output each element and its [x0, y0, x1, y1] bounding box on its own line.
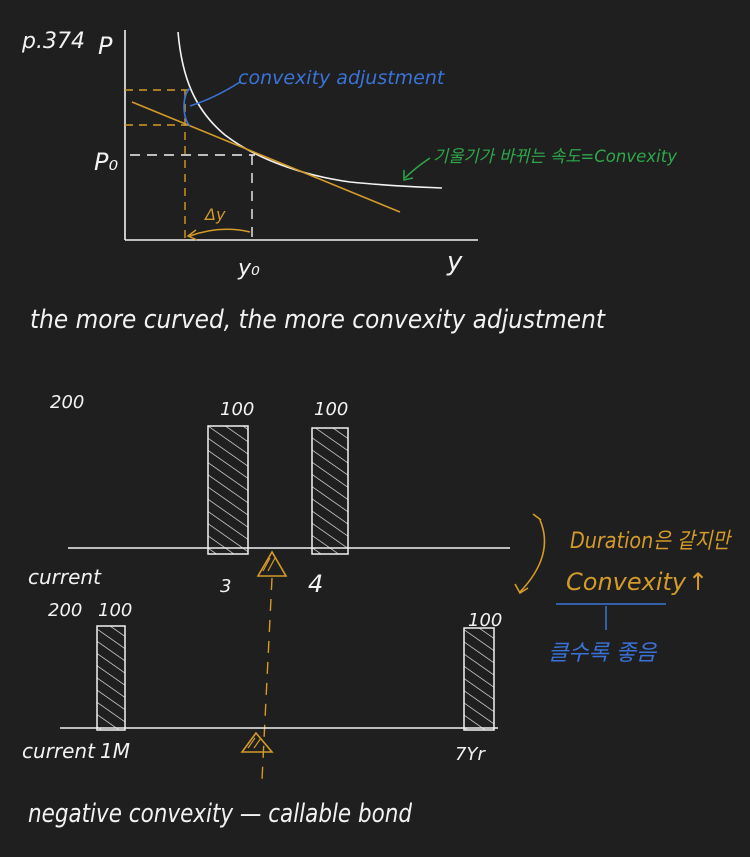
graph-axes: [124, 30, 478, 241]
diagram2-bar2-value: 100: [468, 610, 502, 631]
caption-negative-convexity: negative convexity — callable bond: [28, 799, 412, 829]
diagram2-axis-start: current: [22, 739, 96, 763]
guide-lines: [125, 89, 255, 240]
side-note-line1: Duration은 같지만: [570, 529, 732, 554]
diagram1-bar2-value: 100: [314, 399, 348, 420]
side-note-line2: Convexity: [566, 568, 687, 596]
slope-change-note: 기울기가 바뀌는 속도=Convexity: [433, 147, 678, 167]
side-note-up-arrow: ↑: [688, 568, 708, 596]
diagram1-left-value: 200: [50, 392, 84, 413]
price-yield-curve: [177, 31, 443, 189]
y0-label: y₀: [237, 256, 260, 281]
tangent-line: [131, 101, 401, 213]
diagram1-bar-1: [207, 425, 249, 555]
convexity-adjustment-bracket: [183, 81, 241, 127]
diagram2-bar-2: [463, 627, 495, 731]
convexity-adjustment-label: convexity adjustment: [238, 67, 446, 89]
page-reference: p.374: [21, 29, 85, 54]
diagram2-fulcrum: [240, 731, 274, 753]
side-note-bracket: [514, 513, 546, 595]
diagram1-bar-2: [311, 427, 349, 555]
diagram2-tick-1: 1M: [100, 739, 130, 763]
diagram2-tick-2: 7Yr: [455, 744, 486, 765]
p0-label: P₀: [94, 148, 118, 176]
diagram2-bar-1: [96, 625, 126, 731]
caption-curvature: the more curved, the more convexity adju…: [30, 305, 606, 335]
y-axis-label: P: [98, 32, 113, 60]
diagram1-axis-start: current: [28, 565, 102, 589]
side-note-line3: 클수록 좋음: [548, 641, 658, 666]
diagram2-left-value: 200: [48, 600, 82, 621]
slope-note-arrow: [403, 157, 431, 181]
delta-y-arrow: [186, 228, 251, 241]
x-axis-label: y: [446, 247, 463, 277]
delta-y-label: Δy: [203, 205, 226, 224]
diagram1-fulcrum: [256, 550, 288, 577]
diagram1-tick-2: 4: [308, 570, 323, 598]
diagram2-bar1-value: 100: [98, 600, 132, 621]
fulcrum-connector: [261, 577, 273, 781]
diagram1-bar1-value: 100: [220, 399, 254, 420]
diagram1-tick-1: 3: [220, 576, 231, 597]
